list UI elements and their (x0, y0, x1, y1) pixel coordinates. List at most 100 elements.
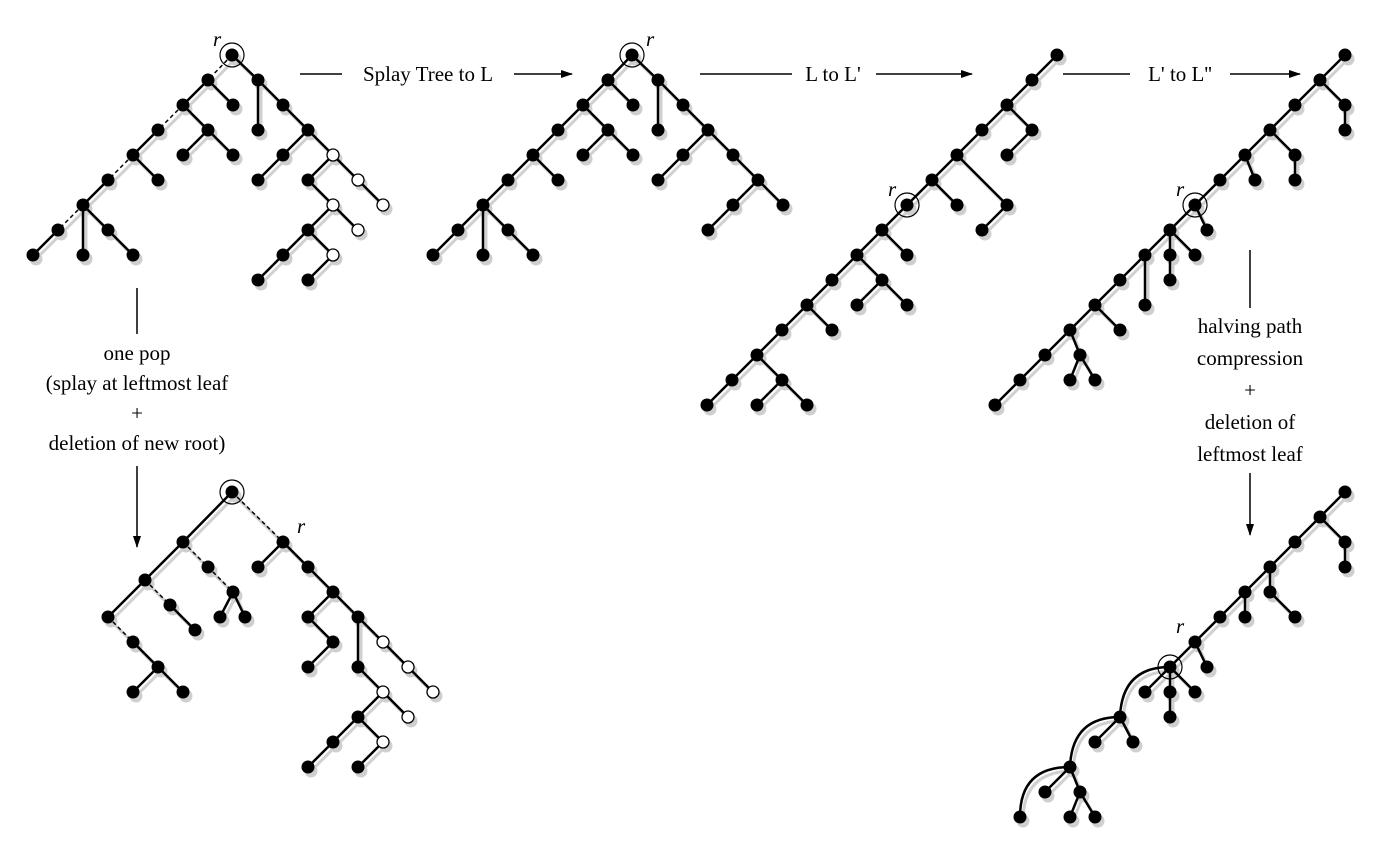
tree-edge-curved (1018, 765, 1071, 818)
tree-node (726, 198, 740, 212)
tree-node (176, 535, 190, 549)
tree-node (551, 173, 565, 187)
tree-node (1338, 535, 1352, 549)
tree-node (301, 760, 315, 774)
tree-node (751, 173, 765, 187)
tree-node-open (401, 710, 415, 724)
tree-node (476, 248, 490, 262)
tree-node (251, 560, 265, 574)
tree-node (176, 148, 190, 162)
tree-node (238, 610, 252, 624)
tree-node (76, 198, 90, 212)
tree-node (1238, 148, 1252, 162)
tree-node (1113, 710, 1127, 724)
tree-node (1163, 223, 1177, 237)
tree-node (351, 660, 365, 674)
tree-node (1063, 760, 1077, 774)
tree-node (1313, 73, 1327, 87)
tree-node (326, 635, 340, 649)
tree-node (201, 123, 215, 137)
tree-node (1163, 710, 1177, 724)
tree-node (651, 73, 665, 87)
tree-node (101, 173, 115, 187)
tree-node (1188, 635, 1202, 649)
tree-node (576, 98, 590, 112)
tree-node (1038, 785, 1052, 799)
tree-node (126, 248, 140, 262)
tree-node (1163, 248, 1177, 262)
tree-node (1138, 685, 1152, 699)
tree-node (201, 560, 215, 574)
tree-node (950, 148, 964, 162)
tree-node (1113, 323, 1127, 337)
tree-node (351, 610, 365, 624)
tree-node (1338, 98, 1352, 112)
tree-node (676, 148, 690, 162)
tree-node (1000, 148, 1014, 162)
tree-node (51, 223, 65, 237)
tree-node (1313, 510, 1327, 524)
tree-node (1248, 173, 1262, 187)
tree-node (1025, 73, 1039, 87)
tree-node (151, 660, 165, 674)
tree-node (301, 273, 315, 287)
tree-node (151, 173, 165, 187)
tree-node (1188, 248, 1202, 262)
tree-splay: r (26, 27, 393, 291)
arrow-splay-to-L: Splay Tree to L (300, 62, 573, 86)
tree-node (700, 398, 714, 412)
tree-node (1073, 348, 1087, 362)
tree-node (1113, 273, 1127, 287)
caption-halving: halving path compression + deletion of l… (1197, 250, 1304, 536)
tree-node (301, 660, 315, 674)
tree-node (201, 73, 215, 87)
tree-node (1013, 373, 1027, 387)
tree-node (251, 273, 265, 287)
tree-node (1338, 123, 1352, 137)
tree-node (526, 148, 540, 162)
tree-node (875, 223, 889, 237)
tree-node (276, 248, 290, 262)
tree-node (301, 223, 315, 237)
tree-node (326, 735, 340, 749)
tree-node (163, 598, 177, 612)
tree-node (1063, 323, 1077, 337)
tree-node (326, 585, 340, 599)
tree-node (151, 123, 165, 137)
tree-node (501, 173, 515, 187)
pop-line-4: deletion of new root) (49, 431, 226, 455)
tree-node (651, 123, 665, 137)
tree-node (1338, 485, 1352, 499)
r-label: r (1176, 177, 1185, 201)
tree-node (301, 123, 315, 137)
tree-node-open (401, 660, 415, 674)
root-ring (219, 42, 245, 68)
arrow1-label: Splay Tree to L (363, 62, 493, 86)
tree-node (1263, 560, 1277, 574)
tree-node (726, 148, 740, 162)
tree-node (651, 173, 665, 187)
tree-node (251, 173, 265, 187)
tree-node (176, 685, 190, 699)
halving-line-1: halving path (1198, 314, 1303, 338)
tree-node (1088, 810, 1102, 824)
tree-node (1288, 173, 1302, 187)
tree-node (426, 248, 440, 262)
tree-node (225, 485, 239, 499)
r-label: r (297, 514, 306, 538)
tree-node (1288, 535, 1302, 549)
tree-node (1163, 685, 1177, 699)
tree-node (1213, 173, 1227, 187)
tree-node (1288, 98, 1302, 112)
tree-node (1088, 735, 1102, 749)
tree-node (601, 123, 615, 137)
tree-node (301, 173, 315, 187)
tree-node (1200, 223, 1214, 237)
tree-after-pop: r (101, 479, 443, 778)
tree-edge (144, 541, 184, 581)
tree-node (775, 323, 789, 337)
tree-node (800, 298, 814, 312)
tree-node (188, 623, 202, 637)
tree-node (1073, 785, 1087, 799)
